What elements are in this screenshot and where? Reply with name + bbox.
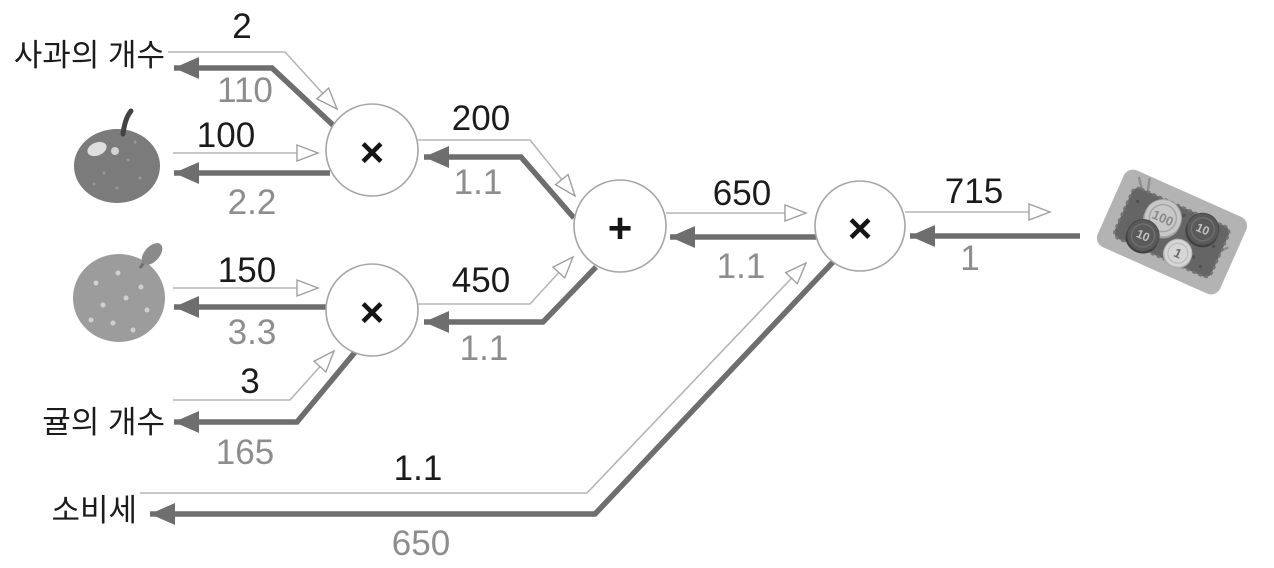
orange-count-forward-arrow <box>173 351 334 401</box>
tax-label: 소비세 <box>51 493 137 528</box>
orange-count-forward-value: 3 <box>240 362 259 401</box>
coin-10-right-value: 10 <box>1194 220 1212 238</box>
orange-price-backward-value: 3.3 <box>228 313 277 352</box>
orange-dots <box>88 270 150 333</box>
orange-body <box>73 254 165 342</box>
tax-backward-value: 650 <box>392 524 450 563</box>
orange-total-forward-value: 450 <box>452 261 510 300</box>
apple-highlight-small <box>111 147 119 155</box>
tax-backward-arrow <box>150 260 835 525</box>
money-tray-icon: 100 10 10 1 <box>1096 169 1248 295</box>
apple-multiply-operator: × <box>360 129 385 176</box>
apple-count-backward-arrow <box>174 57 336 129</box>
apple-stem <box>120 108 134 137</box>
orange-multiply-node <box>325 263 419 357</box>
tax-forward-arrow <box>140 263 806 494</box>
subtotal-backward-value: 1.1 <box>717 247 766 286</box>
apple-total-forward-arrow <box>418 139 575 196</box>
apple-price-forward-value: 100 <box>197 116 255 155</box>
coin-10-right: 10 <box>1185 212 1220 248</box>
add-operator: + <box>608 205 633 252</box>
apple-icon <box>74 108 160 203</box>
apple-count-backward-value: 110 <box>217 71 273 110</box>
orange-total-backward-value: 1.1 <box>460 329 509 368</box>
coin-1: 1 <box>1162 238 1193 269</box>
apple-count-label: 사과의 개수 <box>14 38 165 73</box>
apple-total-forward-value: 200 <box>452 99 510 138</box>
total-forward-value: 715 <box>945 172 1003 211</box>
apple-price-backward-value: 2.2 <box>228 183 277 222</box>
orange-multiply-operator: × <box>360 289 385 336</box>
orange-total-forward-arrow <box>418 257 573 305</box>
orange-total-backward-arrow <box>424 265 598 333</box>
orange-count-backward-arrow <box>174 349 359 433</box>
apple-multiply-node <box>325 103 419 197</box>
tax-multiply-operator: × <box>848 205 873 252</box>
orange-count-label: 귤의 개수 <box>42 405 165 440</box>
add-node <box>573 179 667 273</box>
apple-total-backward-value: 1.1 <box>454 163 503 202</box>
apple-total-backward-arrow <box>424 146 577 220</box>
tax-forward-value: 1.1 <box>394 449 443 488</box>
orange-count-backward-value: 165 <box>216 433 274 472</box>
apple-highlight <box>87 141 107 157</box>
apple-count-forward-value: 2 <box>232 7 251 46</box>
apple-body <box>74 129 160 203</box>
orange-icon <box>73 243 165 342</box>
orange-price-forward-value: 150 <box>218 251 276 290</box>
apple-count-forward-arrow <box>168 51 337 109</box>
coin-10-left-value: 10 <box>1134 226 1152 244</box>
coin-10-left: 10 <box>1125 219 1160 254</box>
tax-multiply-node <box>814 180 906 272</box>
total-backward-value: 1 <box>960 239 979 278</box>
orange-leaf <box>141 243 163 265</box>
subtotal-forward-value: 650 <box>713 174 771 213</box>
apple-speckles <box>92 140 142 190</box>
